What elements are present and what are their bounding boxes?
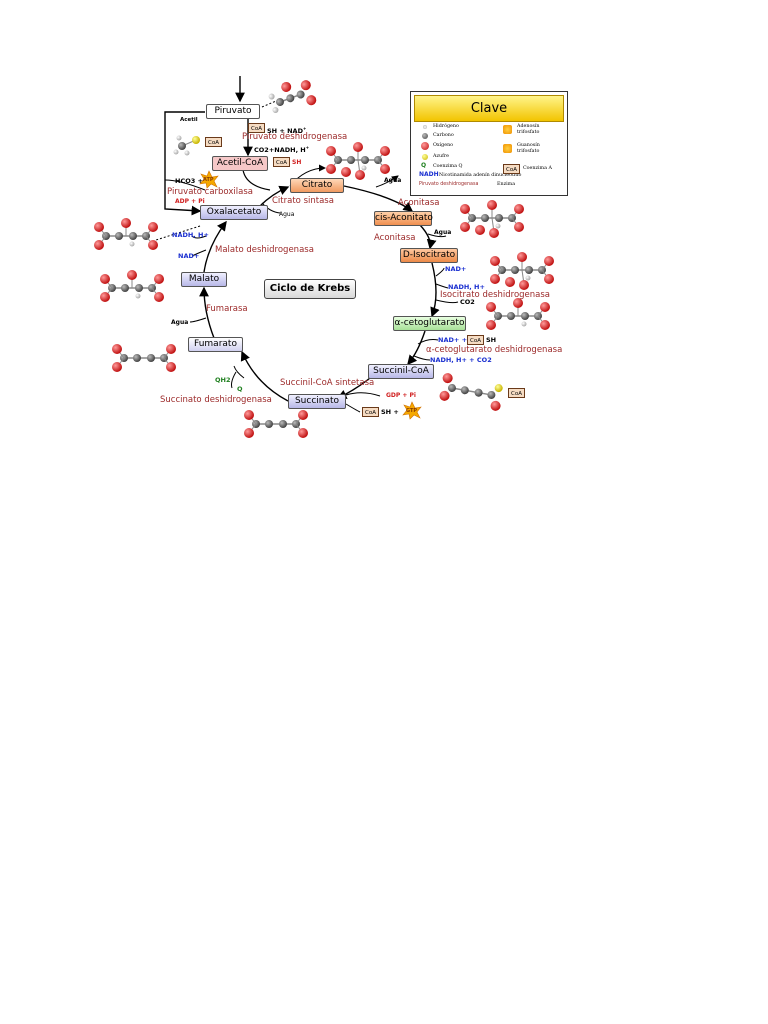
nad-isocitrato-label: NAD+ <box>445 265 467 273</box>
coa-tag-succinato: CoA <box>362 407 379 417</box>
enzyme-isocitrato-deshidrogenasa: Isocitrato deshidrogenasa <box>440 290 551 300</box>
molecule-oxalacetato <box>94 218 158 250</box>
atp-star <box>199 170 219 189</box>
molecule-citrato <box>326 142 390 180</box>
coa-sh-label: SH <box>292 159 302 166</box>
coa-tag-acetil: CoA <box>205 137 222 147</box>
adp-pi-label: ADP + Pi <box>175 198 205 205</box>
enzyme-piruvato-carboxilasa: Piruvato carboxilasa <box>167 187 253 197</box>
legend-coenzima-a: Coenzima A <box>523 166 552 171</box>
hco3-label: HCO3 + <box>175 177 203 185</box>
gtp-label: GTP <box>406 408 418 414</box>
sh-nad-label: SH + NAD+ <box>267 126 307 136</box>
agua-citrato-label: Agua <box>384 177 402 184</box>
molecule-malato <box>100 270 164 302</box>
qh2-label: QH2 <box>215 376 231 384</box>
enzyme-piruvato-deshidrogenasa: Piruvato deshidrogenasa <box>242 132 348 142</box>
malato-box: Malato <box>181 272 227 287</box>
molecule-fumarato <box>111 343 177 373</box>
legend-q-symbol: Q <box>421 162 427 169</box>
molecule-acetil <box>173 135 200 156</box>
atp-label: ATP <box>203 177 214 183</box>
piruvato-box: Piruvato <box>206 104 260 119</box>
enzyme-cetoglutarato-deshidrogenasa: α-cetoglutarato deshidrogenasa <box>426 345 563 355</box>
coa-tag-pdh: CoA <box>248 123 265 133</box>
carbon-icon <box>422 133 428 139</box>
oxygen-icon <box>421 142 429 150</box>
isocitrato-box: D-Isocitrato <box>400 248 458 263</box>
enzyme-malato-deshidrogenasa: Malato deshidrogenasa <box>215 245 314 255</box>
legend-coa-tag: CoA <box>503 164 520 174</box>
legend-key: Clave Hidrógeno Carbono Oxígeno Azufre Q… <box>410 91 568 196</box>
agua-malato-label: Agua <box>171 319 189 326</box>
gdp-pi-label: GDP + Pi <box>386 392 416 399</box>
legend-oxigeno: Oxígeno <box>433 143 454 148</box>
cis-aconitato-box: cis-Aconitato <box>374 211 433 226</box>
enzyme-citrato-sintasa: Citrato sintasa <box>272 196 334 206</box>
enzyme-fumarasa: Fumarasa <box>206 304 248 314</box>
agua-sintasa-label: Agua <box>279 211 295 218</box>
agua-aconitato-label: Agua <box>434 229 452 236</box>
coa-sh-2-label: SH <box>486 336 497 344</box>
legend-coenzima-q: Coenzima Q <box>433 164 463 169</box>
cetoglutarato-box: α-cetoglutarato <box>393 316 466 331</box>
gtp-icon <box>503 144 512 153</box>
citrato-box: Citrato <box>290 178 344 193</box>
molecule-succinil-coa <box>439 373 503 411</box>
legend-guanosin: Guanosín trifosfato <box>517 143 540 154</box>
legend-title: Clave <box>414 95 564 122</box>
enzyme-aconitasa-1: Aconitasa <box>398 198 440 208</box>
molecule-cetoglutarato <box>486 298 550 330</box>
molecule-piruvato <box>268 80 317 114</box>
molecule-cis-aconitato <box>460 200 524 238</box>
nad-malato-label: NAD+ <box>178 252 200 260</box>
enzyme-succinil-coa-sintetasa: Succinil-CoA sintetasa <box>280 378 375 388</box>
nadh-co2-label: NADH, H+ + CO2 <box>430 356 492 364</box>
q-label: Q <box>237 385 243 393</box>
fumarato-box: Fumarato <box>188 337 243 352</box>
legend-adenosin: Adenosín trifosfato <box>517 124 540 135</box>
legend-enzima: Enzima <box>497 182 516 187</box>
succinil-coa-box: Succinil-CoA <box>368 364 434 379</box>
coa-sh-gtp-label: SH + <box>381 408 399 416</box>
coa-tag-citrato: CoA <box>273 157 290 167</box>
gtp-star <box>402 401 422 420</box>
coa-tag-succinil: CoA <box>508 388 525 398</box>
nadh-isocitrato-label: NADH, H+ <box>448 283 485 291</box>
co2-nadh-label: CO2+NADH, H+ <box>254 145 310 155</box>
enzyme-aconitasa-2: Aconitasa <box>374 233 416 243</box>
nadh-malato-label: NADH, H+ <box>172 231 209 239</box>
legend-hidrogeno: Hidrógeno <box>433 124 459 129</box>
molecule-succinato <box>243 409 309 439</box>
co2-isocitrato-label: CO2 <box>460 298 475 306</box>
legend-azufre: Azufre <box>433 154 449 159</box>
acetil-label: Acetil <box>180 117 198 123</box>
nad-coa-label: NAD+ + <box>438 336 468 344</box>
sulfur-icon <box>422 154 428 160</box>
molecule-isocitrato <box>490 252 554 290</box>
atp-icon <box>503 125 512 134</box>
diagram-title: Ciclo de Krebs <box>264 279 356 299</box>
acetil-coa-box: Acetil-CoA <box>212 156 268 171</box>
succinato-box: Succinato <box>288 394 346 409</box>
enzyme-succinato-deshidrogenasa: Succinato deshidrogenasa <box>160 395 272 405</box>
legend-carbono: Carbono <box>433 133 454 138</box>
oxalacetato-box: Oxalacetato <box>200 205 268 220</box>
legend-nadh-desc: Nicotinamida adenín dinucleótido <box>439 173 522 178</box>
coa-tag-cetoglutarato: CoA <box>467 335 484 345</box>
legend-enzima-sample: Piruvato deshidrogenasa <box>419 182 479 187</box>
legend-nadh-symbol: NADH <box>419 171 439 178</box>
hydrogen-icon <box>423 125 427 129</box>
